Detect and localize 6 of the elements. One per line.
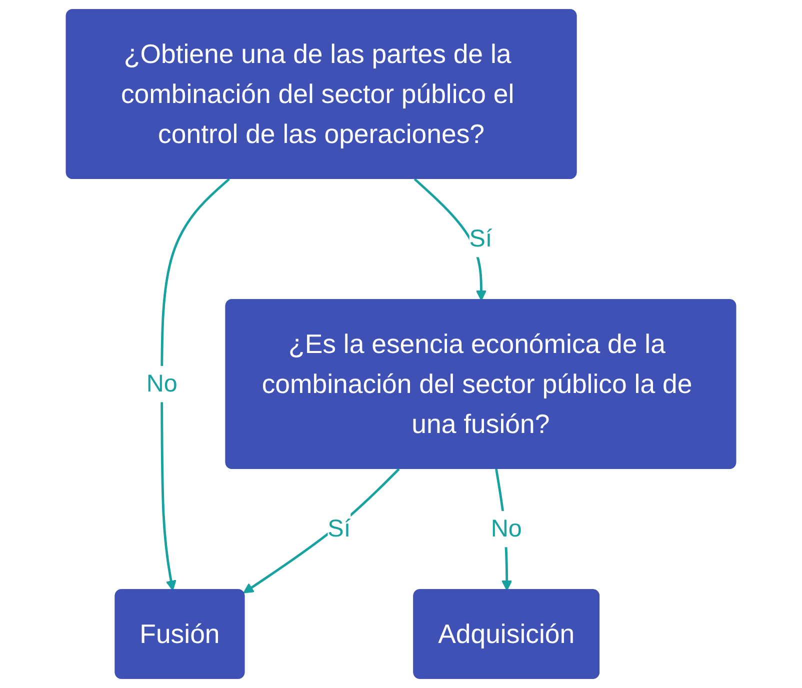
arrow — [243, 468, 400, 594]
arrow — [160, 178, 230, 591]
edge-label: Sí — [469, 226, 492, 252]
edge-label: Sí — [328, 516, 351, 542]
edge-label: No — [146, 370, 178, 398]
edge-label: No — [490, 516, 522, 542]
